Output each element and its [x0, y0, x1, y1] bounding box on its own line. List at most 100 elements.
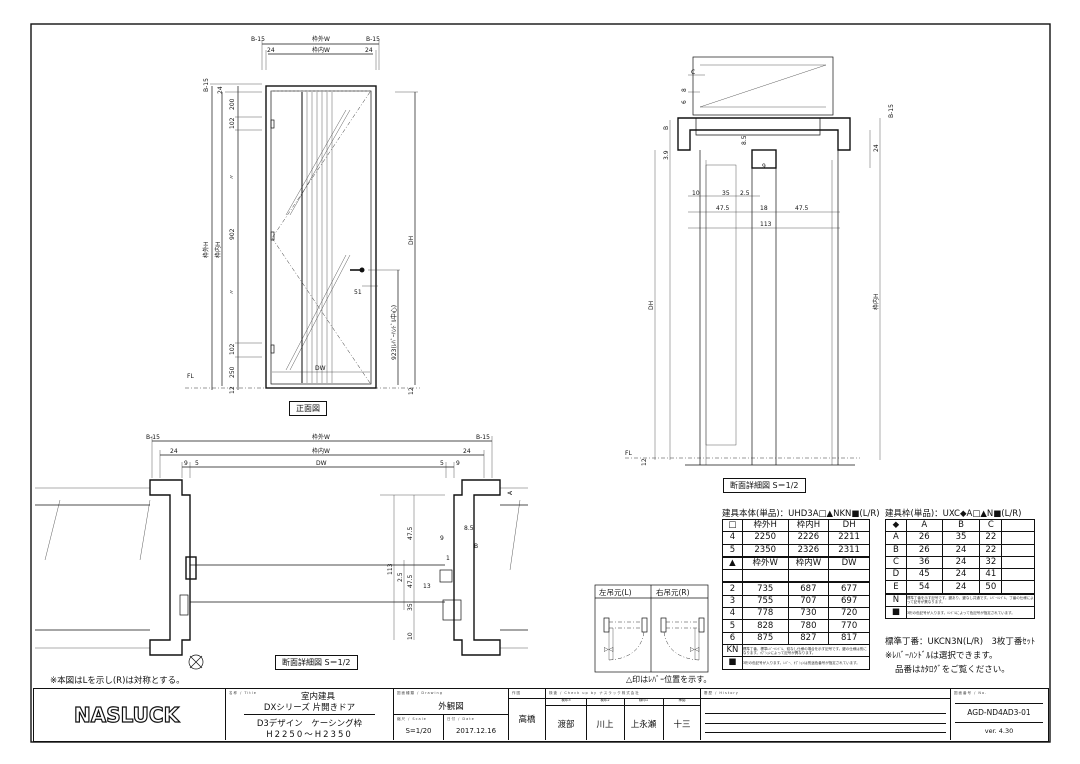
title-line: 室内建具: [300, 692, 335, 702]
table-cell: 875: [741, 631, 789, 645]
field-label: 名称 / Title: [229, 691, 257, 695]
table-cell: 45: [905, 568, 943, 582]
table-cell: 2211: [828, 531, 870, 545]
checker-role: 検印2: [600, 698, 610, 702]
date-value: 2017.12.16: [455, 727, 497, 735]
note-line: 品番はｶﾀﾛｸﾞをご覧ください。: [895, 665, 1010, 675]
dim-label: 8: [681, 88, 688, 92]
table-cell: N: [885, 593, 907, 608]
dim-label: 24: [170, 448, 178, 455]
field-label: 作図: [512, 691, 521, 695]
footnote: ※本図はLを示し(R)は対称とする。: [50, 676, 185, 686]
drawing-number-cell: 図面番号 / No. AGD-ND4AD3-01 ver. 4.30: [951, 689, 1047, 740]
door-table-title: 建具本体(単品)：UHD3A□▲NKN■(L/R): [722, 509, 880, 519]
table-row-empty: [722, 569, 870, 583]
table-row: ■3桁の色記号が入ります。ﾚﾊﾞｰ、ｵﾌﾟｼｮﾝは別途色番号が指定されています。: [722, 656, 871, 670]
table-cell: E: [885, 580, 907, 595]
table-cell: 4: [722, 531, 743, 545]
dim-label: 枠内H: [214, 241, 222, 258]
dim-label: C: [691, 69, 695, 76]
dim-label: 9: [762, 163, 766, 170]
dim-label: 8.5: [741, 135, 748, 145]
dim-label: 9: [184, 460, 188, 467]
table-cell: 50: [979, 580, 1003, 595]
table-note: 3桁の色記号が入ります。ﾚﾊﾞｰ、ｵﾌﾟｼｮﾝは別途色番号が指定されています。: [741, 656, 871, 670]
table-cell: 770: [828, 619, 870, 633]
table-cell: 5: [722, 619, 743, 633]
table-cell: 755: [741, 594, 789, 609]
table-cell: B: [941, 518, 981, 533]
field-label: 検査 / Check up by ナスラック株式会社: [549, 691, 640, 695]
scale-value: S=1/20: [405, 727, 432, 735]
dim-label: B: [474, 543, 478, 550]
checker-name: 川上: [596, 720, 614, 730]
dim-label: 5: [440, 460, 444, 467]
dim-label: 枠外H: [202, 241, 210, 258]
table-cell: 54: [905, 580, 943, 595]
dim-label: 24: [267, 47, 275, 54]
front-elevation: B-15 枠外W B-15 24 枠内W 24 B-15 24 200 102 …: [185, 35, 420, 395]
lever-mark-icon: ▷◁: [604, 646, 614, 653]
dim-label: B-15: [251, 36, 265, 43]
table-cell: C: [885, 555, 907, 570]
dim-label: 2.5: [740, 190, 750, 197]
table-cell: 6: [722, 631, 743, 645]
table-cell: A: [885, 531, 907, 545]
checker-role: 検印3: [561, 698, 571, 702]
lever-handle-icon: [350, 267, 365, 273]
table-cell: B: [885, 543, 907, 557]
hinge-left-label: 左吊元(L): [599, 588, 632, 597]
table-cell: 3: [722, 594, 743, 609]
table-cell: 41: [979, 568, 1003, 582]
dim-label: 2.5: [397, 572, 404, 582]
checker-role: 検印1: [638, 698, 649, 702]
field-label: 日付 / Date: [447, 717, 475, 721]
dim-label: 9: [440, 535, 444, 542]
table-note: 標準丁番を示す記号です。鍵あり、鍵なし共通です。ﾚﾊﾞｰﾊﾝﾄﾞﾙ、丁番の仕様に…: [905, 593, 1036, 608]
table-cell: A: [905, 518, 943, 533]
dim-label: 〃: [229, 174, 236, 180]
table-cell: ▲: [722, 556, 743, 571]
table-cell: 枠内H: [787, 518, 830, 533]
table-cell: 35: [941, 531, 981, 545]
note-line: 標準丁番：UKCN3N(L/R) 3枚丁番ｾｯﾄ: [885, 637, 1036, 647]
hinge-legend-note: △印はﾚﾊﾞｰ位置を示す。: [626, 675, 712, 684]
dim-label: DW: [315, 365, 326, 372]
dim-label: 250: [229, 366, 236, 378]
hinge-icon: [270, 231, 275, 241]
dim-label: 24: [463, 448, 471, 455]
table-cell: ■: [722, 656, 743, 670]
dim-label: 24: [217, 86, 224, 94]
plan-section: B-15 枠外W B-15 24 枠内W 24 9 5 DW 5 9: [35, 433, 528, 670]
dim-label: 35: [407, 603, 414, 611]
table-cell: ◆: [885, 518, 907, 533]
dim-label: B-15: [146, 434, 160, 441]
dim-label: 枠内W: [312, 447, 330, 455]
floor-label: FL: [625, 450, 632, 457]
checker-cell: 検印2 川上: [586, 698, 625, 740]
dim-label: 9: [456, 460, 460, 467]
vertical-section-caption: 断面詳細図 S＝1/2: [723, 478, 806, 493]
dim-label: 35: [722, 190, 730, 197]
table-row: ■3桁の色記号が入ります。ﾊﾝﾄﾞﾙによって色記号が指定されています。: [885, 606, 1036, 620]
dim-label: 枠外W: [312, 433, 330, 441]
dim-label: 47.5: [716, 205, 730, 212]
drawing-type-cell: 図面種類 / Drawing 外観図: [394, 689, 509, 715]
title-block: NASLUCK 名称 / Title 室内建具 DXシリーズ 片開きドア D3デ…: [33, 688, 1049, 742]
dim-label: 8.5: [464, 525, 474, 532]
hinge-right-label: 右吊元(R): [656, 588, 690, 597]
table-cell: 827: [787, 631, 830, 645]
table-cell: 22: [979, 543, 1003, 557]
nasluck-logo: NASLUCK: [73, 702, 180, 727]
table-cell: 707: [787, 594, 830, 609]
dim-label: 3.9: [663, 150, 670, 160]
table-cell: 677: [828, 581, 870, 596]
table-note: 標準丁番、標準ﾚﾊﾞｰﾊﾝﾄﾞﾙ、錠なし仕様の場合を示す記号です。鍵の仕様は別に…: [741, 643, 871, 658]
dim-label: 47.5: [407, 574, 414, 588]
